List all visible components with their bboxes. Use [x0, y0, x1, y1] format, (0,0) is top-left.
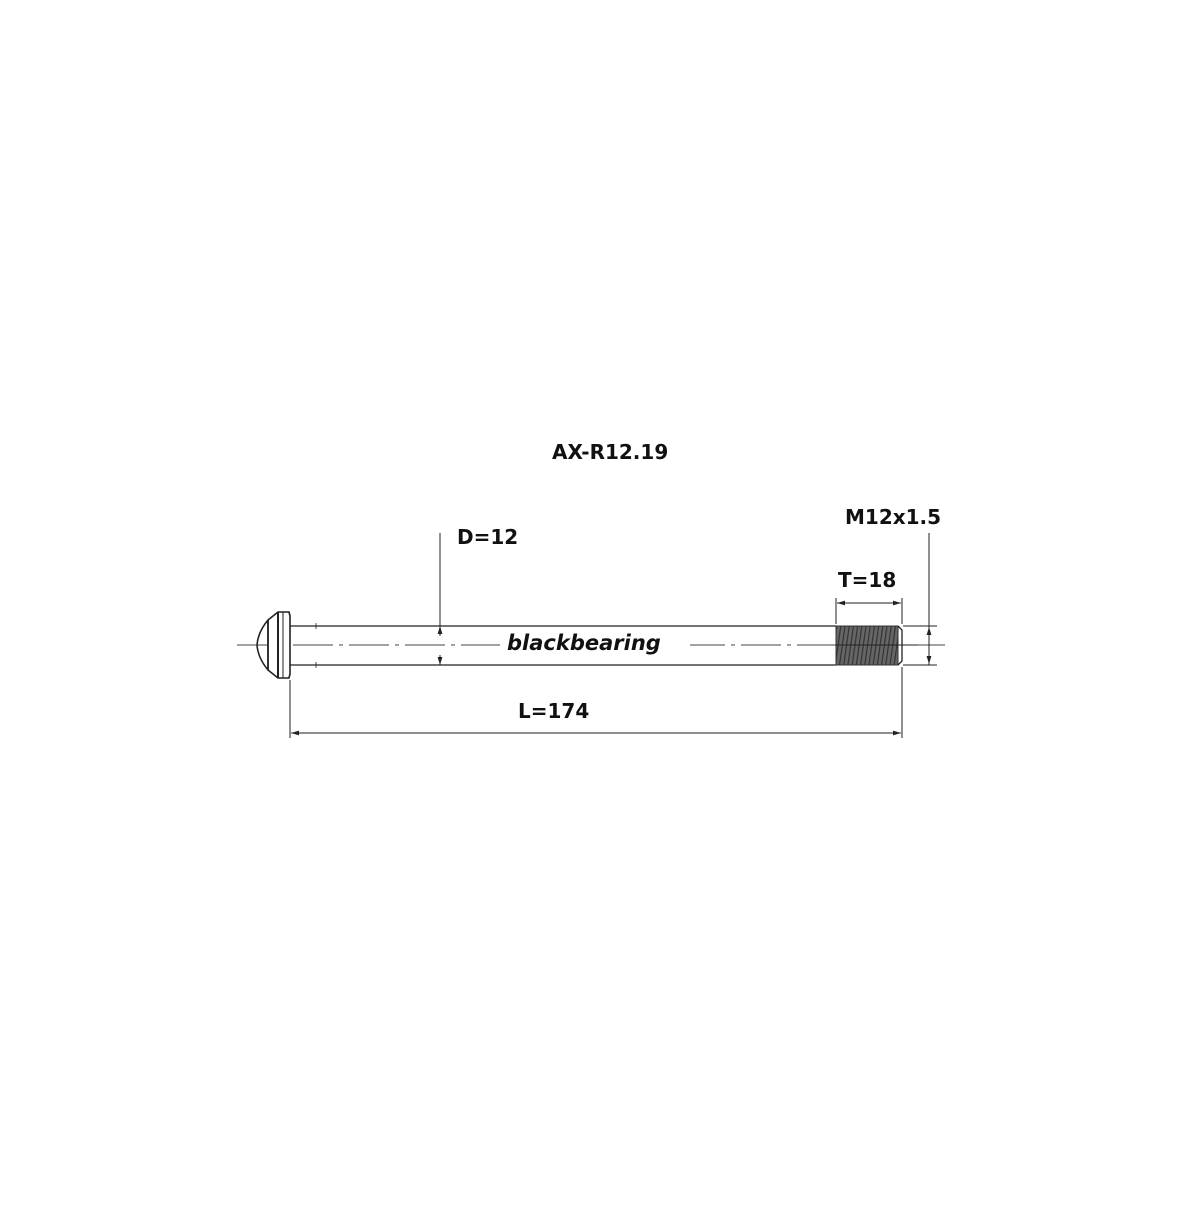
part-number-title: AX-R12.19: [552, 440, 669, 464]
axle-head: [256, 611, 291, 679]
thread-spec-label: M12x1.5: [845, 505, 942, 529]
axle-shaft: [290, 623, 836, 668]
brand-mask: [500, 633, 690, 657]
length-label: L=174: [518, 699, 590, 723]
thread-length-dimension: [835, 598, 903, 624]
axle-thread: [835, 625, 918, 666]
length-dimension: [289, 667, 903, 738]
thread-length-label: T=18: [838, 568, 897, 592]
brand-logo-text: blackbearing: [507, 631, 661, 655]
thread-spec-dimension: [903, 533, 937, 666]
diameter-label: D=12: [457, 525, 519, 549]
